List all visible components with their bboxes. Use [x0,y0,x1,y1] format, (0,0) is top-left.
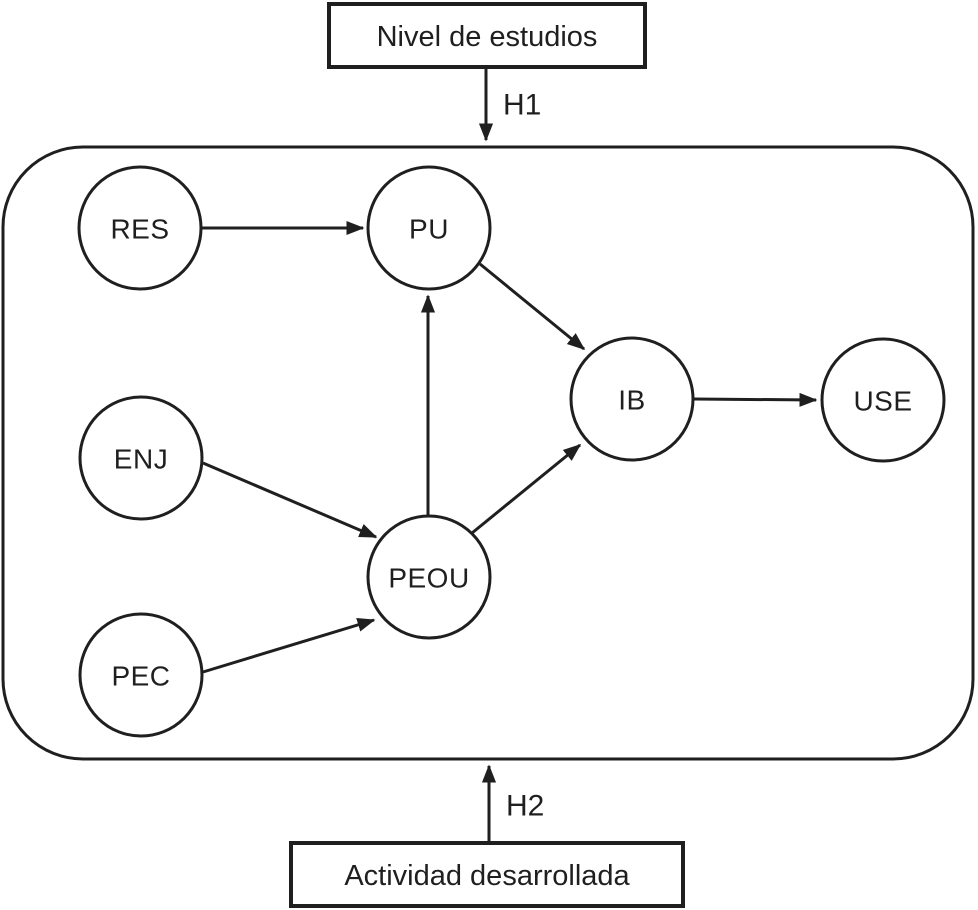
external-box-bottom [289,841,685,908]
node-pec [78,612,204,738]
model-boundary [1,145,975,761]
edge-peou-ib [471,443,582,535]
edge-pu-ib [479,262,586,351]
external-box-top [327,2,647,69]
node-use-label: USE [853,386,912,417]
external-box-bottom-label: Actividad desarrollada [344,860,630,892]
node-pec-label: PEC [111,661,170,692]
node-enj [78,395,204,521]
edge-ib-use [693,392,818,407]
node-ib [569,336,695,462]
node-res [77,165,203,291]
edge-pec-peou [202,618,376,674]
node-peou-label: PEOU [388,563,469,594]
external-box-top-label: Nivel de estudios [377,21,598,53]
node-enj-label: ENJ [114,444,168,475]
edge-enj-peou [202,461,378,539]
h2-label: H2 [506,790,544,823]
node-peou [366,514,492,640]
node-ib-label: IB [618,385,645,416]
node-pu-label: PU [409,214,449,245]
node-use [820,337,946,463]
node-res-label: RES [110,214,169,245]
node-pu [366,165,492,291]
h1-label: H1 [503,89,541,122]
